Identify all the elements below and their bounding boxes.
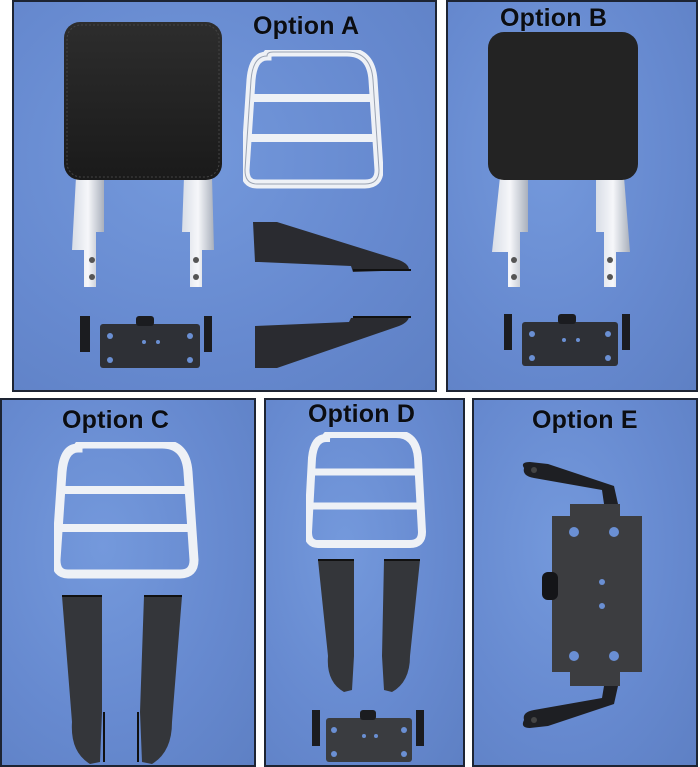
option-a-label: Option A <box>253 12 360 40</box>
mounting-plate-closeup <box>518 460 658 750</box>
mounting-plate <box>498 308 638 368</box>
option-e-label: Option E <box>532 406 638 434</box>
mounting-plate <box>308 706 428 764</box>
side-bracket-upper <box>249 220 419 280</box>
option-b-label: Option B <box>500 4 608 32</box>
side-bracket-right <box>134 592 184 765</box>
side-bracket-left <box>316 556 362 696</box>
chrome-luggage-rack <box>306 432 426 550</box>
panel-option-e: Option E <box>472 398 698 767</box>
backrest-pad <box>64 22 244 292</box>
side-bracket-right <box>376 556 422 696</box>
panel-option-d: Option D <box>264 398 465 767</box>
backrest-pad <box>486 32 646 292</box>
option-c-label: Option C <box>62 406 170 434</box>
panel-option-c: Option C <box>0 398 256 767</box>
chrome-luggage-rack <box>243 50 383 190</box>
mounting-plate <box>74 310 224 370</box>
side-bracket-lower <box>249 314 419 374</box>
chrome-luggage-rack <box>54 442 199 582</box>
panel-option-b: Option B <box>446 0 698 392</box>
option-d-label: Option D <box>308 400 416 428</box>
side-bracket-left <box>60 592 110 765</box>
panel-option-a: Option A <box>12 0 437 392</box>
